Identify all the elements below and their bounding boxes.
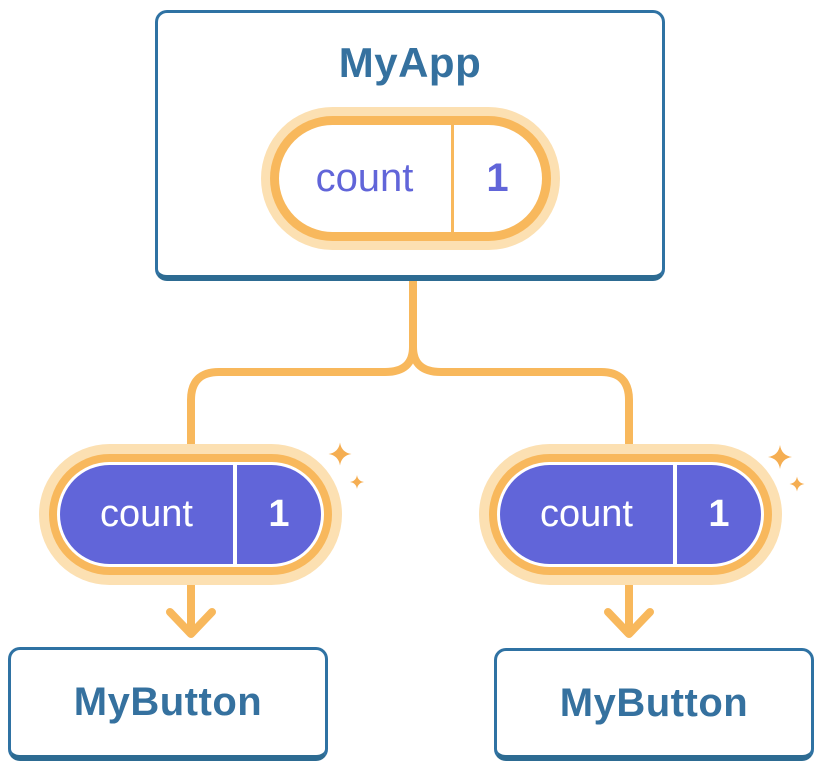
down-arrow-left-icon <box>166 573 216 638</box>
state-name-label: count <box>100 493 193 535</box>
state-value: 1 <box>233 465 321 564</box>
component-card-mybutton-left: MyButton <box>8 647 328 761</box>
component-card-myapp: MyApp count 1 <box>155 10 665 281</box>
state-name-label: count <box>315 156 414 201</box>
component-title: MyButton <box>559 680 749 725</box>
component-title: MyButton <box>73 680 263 724</box>
state-pill-myapp: count 1 <box>278 125 542 233</box>
down-arrow-right-icon <box>604 573 654 638</box>
tree-connector <box>187 281 633 458</box>
state-value: 1 <box>673 465 761 564</box>
state-name-label: count <box>540 493 633 535</box>
connector-branch-left <box>187 346 417 458</box>
connector-branch-right <box>409 346 633 458</box>
sparkle-icon <box>789 476 805 492</box>
state-value: 1 <box>450 125 542 233</box>
state-pill-mybutton-left: count 1 <box>60 465 321 564</box>
component-card-mybutton-right: MyButton <box>494 648 814 761</box>
sparkle-icon <box>350 475 364 489</box>
sparkle-icon <box>768 445 792 469</box>
component-title: MyApp <box>338 39 482 86</box>
sparkle-icon <box>328 442 352 466</box>
state-pill-mybutton-right: count 1 <box>500 465 761 564</box>
